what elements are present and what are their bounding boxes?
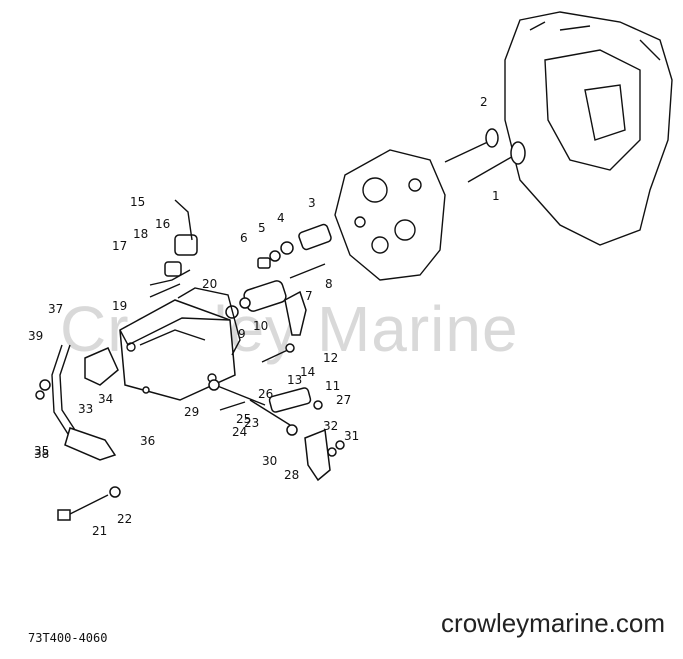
bolts: [57, 379, 345, 521]
callout-18: 18: [133, 227, 148, 241]
callout-17: 17: [112, 239, 127, 253]
callout-2: 2: [480, 95, 488, 109]
callout-11: 11: [325, 379, 340, 393]
callout-27: 27: [336, 393, 351, 407]
callout-9: 9: [238, 327, 246, 341]
callout-24: 24: [232, 425, 247, 439]
valves: [444, 128, 526, 183]
callout-15: 15: [130, 195, 145, 209]
callout-32: 32: [323, 419, 338, 433]
callout-3: 3: [308, 196, 316, 210]
callout-39: 39: [28, 329, 43, 343]
callout-34: 34: [98, 392, 113, 406]
callout-8: 8: [325, 277, 333, 291]
callout-25: 25: [236, 412, 251, 426]
callout-28: 28: [284, 468, 299, 482]
callout-12: 12: [323, 351, 338, 365]
callout-6: 6: [240, 231, 248, 245]
callout-37: 37: [48, 302, 63, 316]
callout-35: 35: [34, 444, 49, 458]
callout-20: 20: [202, 277, 217, 291]
callout-21: 21: [92, 524, 107, 538]
callout-33: 33: [78, 402, 93, 416]
callout-labels: 1 2 3 4 5 6 7 8 9 10 11 12 13 14 15 16 1…: [28, 95, 500, 538]
callout-4: 4: [277, 211, 285, 225]
hose-fittings: [35, 344, 119, 461]
callout-19: 19: [112, 299, 127, 313]
callout-14: 14: [300, 365, 315, 379]
callout-30: 30: [262, 454, 277, 468]
callout-22: 22: [117, 512, 132, 526]
cylinder-head: [334, 149, 446, 281]
callout-36: 36: [140, 434, 155, 448]
callout-13: 13: [287, 373, 302, 387]
callout-5: 5: [258, 221, 266, 235]
callout-31: 31: [344, 429, 359, 443]
callout-10: 10: [253, 319, 268, 333]
callout-23: 23: [244, 416, 259, 430]
callout-1: 1: [492, 189, 500, 203]
engine-block: [504, 11, 673, 246]
thermostat-assembly: [149, 199, 198, 298]
site-label: crowleymarine.com: [441, 608, 665, 638]
callout-26: 26: [258, 387, 273, 401]
cover-assembly: [119, 269, 241, 401]
rocker-assembly: [225, 223, 332, 363]
callout-7: 7: [305, 289, 313, 303]
callout-38: 38: [34, 447, 49, 461]
diagram-code: 73T400-4060: [28, 631, 108, 645]
callout-29: 29: [184, 405, 199, 419]
callout-16: 16: [155, 217, 170, 231]
